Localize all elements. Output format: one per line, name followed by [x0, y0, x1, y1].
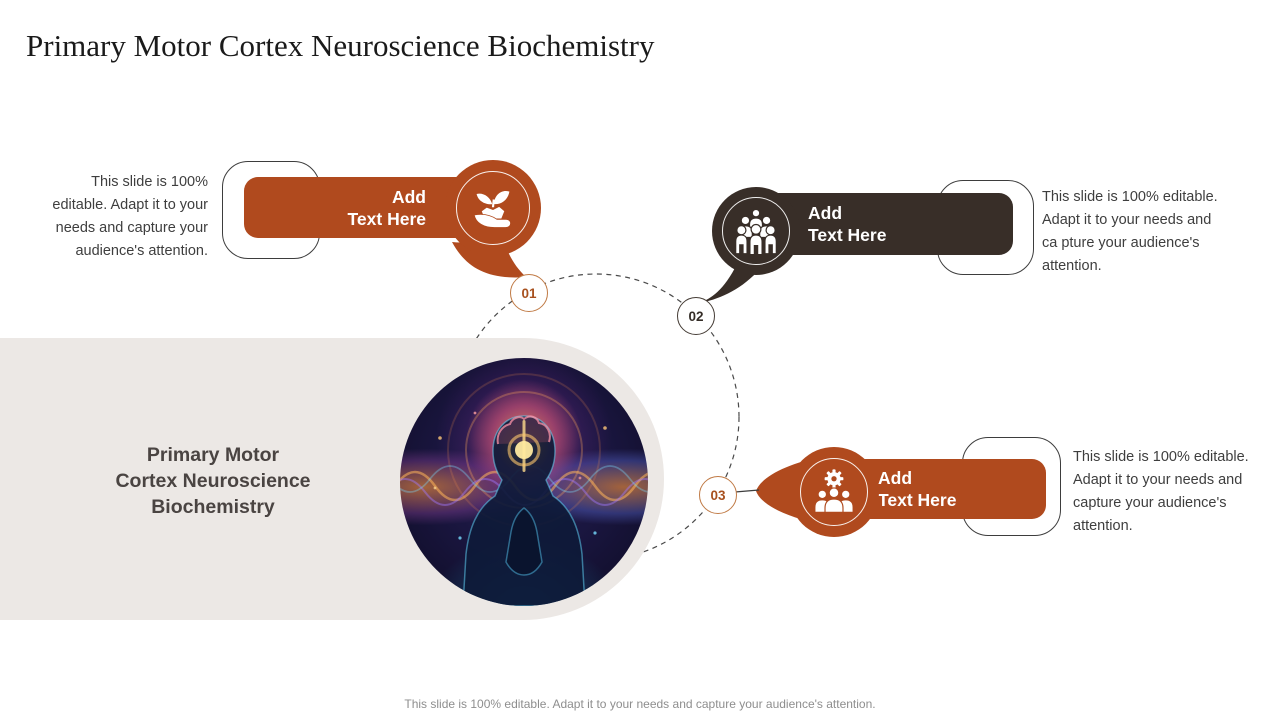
hand-holding-plant-icon: [473, 191, 511, 228]
people-group-icon: [735, 208, 777, 256]
callout-02-balloon: [712, 187, 800, 275]
callout-01-number-badge: 01: [510, 274, 548, 312]
team-gear-icon: [814, 469, 854, 513]
callout-01-icon-ring: [456, 171, 530, 245]
add-text-label-line2: Text Here: [808, 225, 887, 245]
brain-image[interactable]: [400, 358, 648, 606]
center-heading-line: Cortex Neuroscience: [115, 470, 311, 492]
center-heading-line: Primary Motor: [146, 444, 280, 466]
callout-03-icon-ring: [800, 458, 868, 526]
callout-03-number-badge: 03: [699, 476, 737, 514]
callout-01-number: 01: [521, 285, 537, 301]
slide-title: Primary Motor Cortex Neuroscience Bioche…: [26, 28, 655, 63]
callout-02-number: 02: [688, 308, 704, 324]
add-text-label-line1: Add: [878, 468, 913, 488]
callout-02-description: This slide is 100% editable. Adapt it to…: [1042, 189, 1218, 274]
footer-note: This slide is 100% editable. Adapt it to…: [404, 697, 876, 711]
callout-02-number-badge: 02: [677, 297, 715, 335]
add-text-label-line1: Add: [391, 186, 426, 207]
callout-01-balloon: [445, 160, 541, 256]
add-text-label-line1: Add: [808, 203, 843, 223]
add-text-label-line2: Text Here: [878, 490, 957, 510]
brain-image-art: [400, 373, 648, 606]
center-heading: Primary Motor Cortex Neuroscience Bioche…: [95, 442, 331, 520]
add-text-label-line2: Text Here: [347, 208, 426, 229]
callout-03-balloon: [789, 447, 879, 537]
center-heading-line: Biochemistry: [151, 496, 275, 518]
callout-02-icon-ring: [722, 197, 790, 265]
callout-01-description: This slide is 100% editable. Adapt it to…: [52, 174, 208, 259]
callout-03-number: 03: [710, 487, 726, 503]
callout-03-description: This slide is 100% editable. Adapt it to…: [1073, 449, 1249, 534]
